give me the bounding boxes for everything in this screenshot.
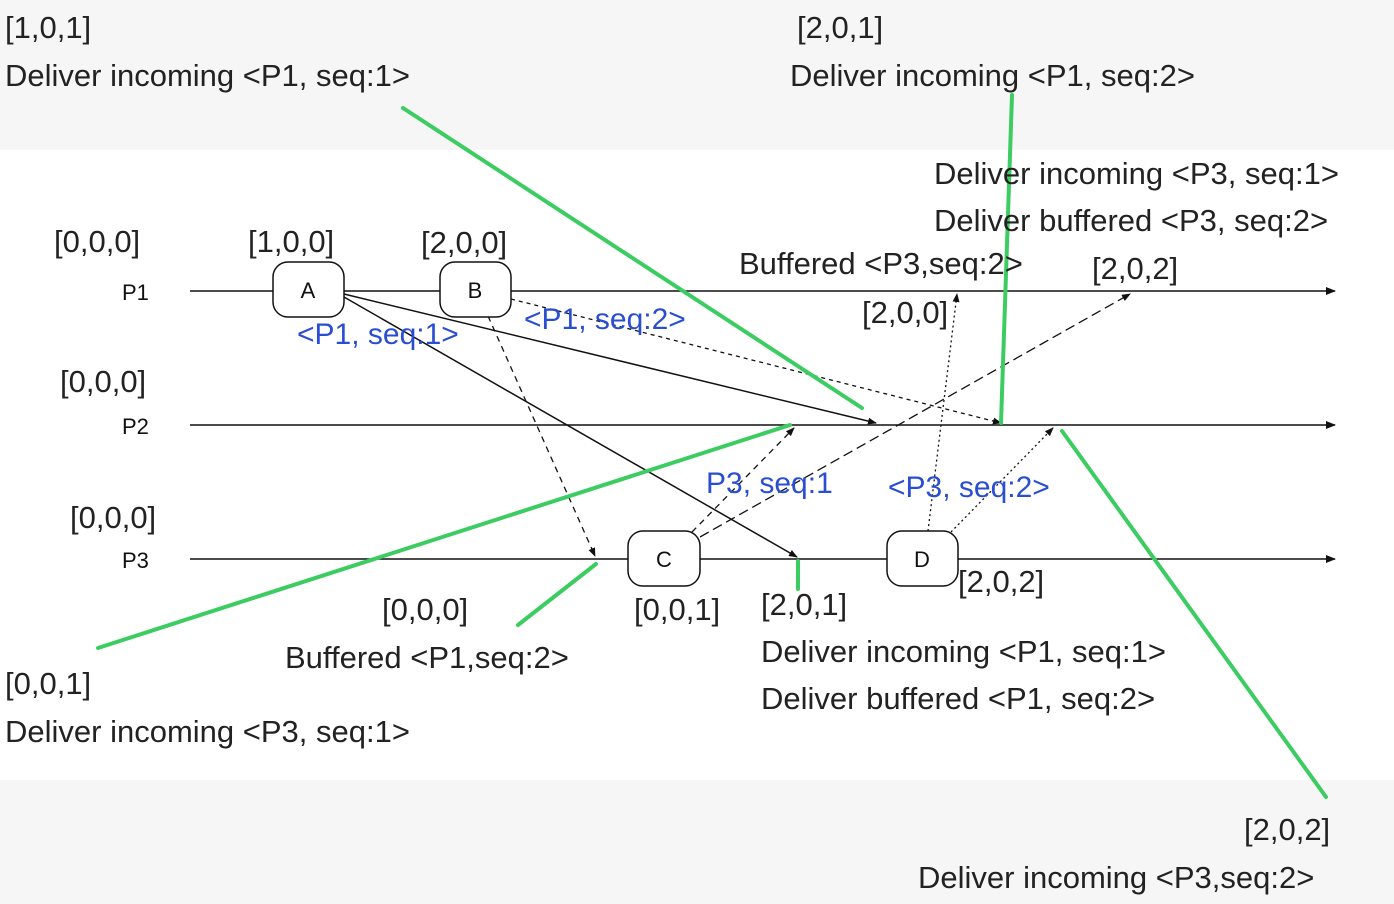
annotation-p2-p3seq1-text: Deliver incoming <P3, seq:1> [5, 714, 410, 749]
arrow-a-to-p3 [343, 296, 798, 558]
process-label-p1: P1 [122, 280, 149, 305]
message-label-p1-seq2: <P1, seq:2> [524, 303, 686, 336]
event-label: C [656, 547, 672, 572]
annotation-p1-before-clock: [2,0,0] [862, 295, 948, 330]
annotation-p3-seq2-buffered-text: Buffered <P3,seq:2> [739, 246, 1023, 281]
annotation-p2-p3seq2-clock: [2,0,2] [1244, 812, 1330, 847]
event-label: B [468, 278, 483, 303]
arrow-d-to-p2 [950, 427, 1054, 533]
process-label-p2: P2 [122, 414, 149, 439]
arrow-a-to-p2 [343, 293, 877, 425]
annotation-p3-seq1-at-p1-line1: Deliver incoming <P3, seq:1> [934, 156, 1339, 191]
event-c-clock: [0,0,1] [634, 592, 720, 627]
event-d-clock: [2,0,2] [958, 564, 1044, 599]
annotation-p1-seq2-clock: [2,0,1] [797, 10, 883, 45]
event-c: C [627, 530, 701, 587]
p3-initial-clock: [0,0,0] [70, 500, 156, 535]
callout-lines [96, 93, 1328, 799]
annotation-p3-deliver-line2: Deliver buffered <P1, seq:2> [761, 681, 1155, 716]
arrow-c-to-p1 [699, 293, 1131, 538]
annotation-p3-seq1-at-p1-line2: Deliver buffered <P3, seq:2> [934, 203, 1328, 238]
annotation-p1-seq1-clock: [1,0,1] [5, 10, 91, 45]
annotation-p2-p3seq2-text: Deliver incoming <P3,seq:2> [918, 860, 1314, 895]
annotation-p2-p3seq1-clock: [0,0,1] [5, 666, 91, 701]
event-b-clock: [2,0,0] [421, 225, 507, 260]
arrow-b-to-p3 [487, 315, 596, 557]
event-a-clock: [1,0,0] [248, 224, 334, 259]
message-label-p3-seq2: <P3, seq:2> [888, 471, 1050, 504]
annotation-p3-deliver-line1: Deliver incoming <P1, seq:1> [761, 634, 1166, 669]
bottom-background-band [0, 780, 1394, 904]
event-d: D [886, 530, 959, 587]
event-box [439, 261, 512, 318]
message-label-p3-seq1: P3, seq:1 [706, 467, 833, 500]
p2-initial-clock: [0,0,0] [60, 364, 146, 399]
event-box [272, 261, 345, 318]
event-label: A [301, 278, 316, 303]
event-box [886, 530, 959, 587]
annotation-p3-deliver-clock: [2,0,1] [761, 587, 847, 622]
callout-p1-buffered-at-p3 [516, 562, 598, 627]
callout-p1-seq2-at-p2 [999, 93, 1014, 425]
event-label: D [914, 547, 930, 572]
top-background-band [0, 0, 1394, 150]
callout-p3-seq1-at-p2 [96, 423, 792, 650]
annotation-p1-seq1-text: Deliver incoming <P1, seq:1> [5, 58, 410, 93]
annotation-p3-buffered-text: Buffered <P1,seq:2> [285, 640, 569, 675]
annotation-p3-buffered-clock: [0,0,0] [382, 592, 468, 627]
annotation-p1-final-clock: [2,0,2] [1092, 251, 1178, 286]
arrow-c-to-p2 [691, 427, 795, 533]
callout-p3-seq2-at-p2 [1060, 429, 1328, 799]
p1-initial-clock: [0,0,0] [54, 224, 140, 259]
process-label-p3: P3 [122, 548, 149, 573]
event-b: B [439, 261, 512, 318]
annotation-p1-seq2-text: Deliver incoming <P1, seq:2> [790, 58, 1195, 93]
message-label-p1-seq1: <P1, seq:1> [297, 318, 459, 351]
callout-p1-seq1-at-p2 [401, 106, 864, 410]
event-a: A [272, 261, 345, 318]
event-box [627, 530, 701, 587]
